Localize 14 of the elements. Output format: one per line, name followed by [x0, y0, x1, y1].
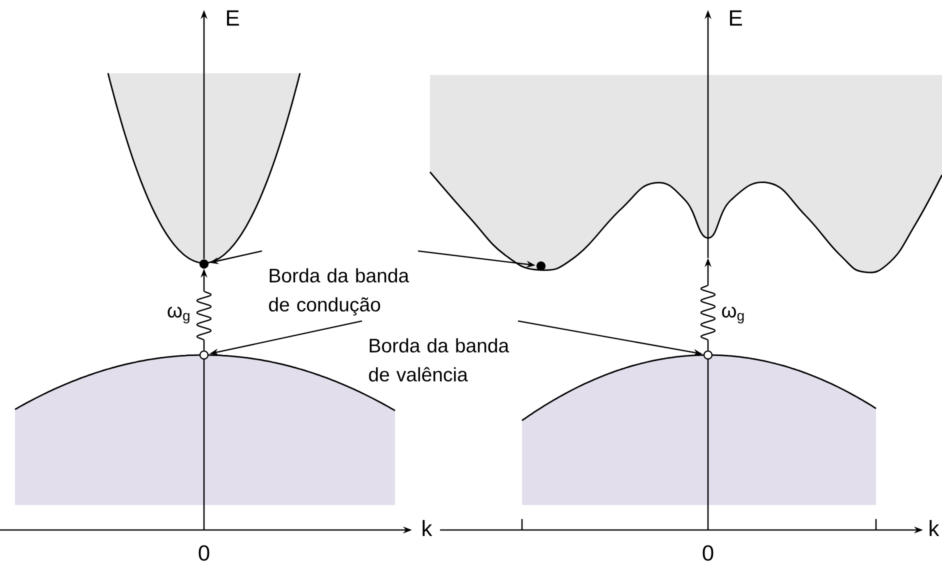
filled-dot	[199, 259, 209, 269]
axis-label: 0	[198, 545, 210, 561]
edge-label: ω$_{g}$	[168, 306, 190, 324]
axis-label: k	[422, 520, 432, 536]
callout-text: Borda da banda de condução	[269, 268, 410, 316]
axis-label: 0	[702, 545, 714, 561]
filled-dot	[536, 261, 546, 271]
axis-label: k	[930, 520, 940, 536]
edge-label: ω$_{g}$	[722, 306, 744, 324]
open-dot	[703, 350, 713, 360]
callout-text: Borda da banda de valência	[369, 338, 510, 382]
open-dot	[199, 350, 209, 360]
axis-label: E	[730, 10, 742, 26]
axis-label: E	[227, 10, 239, 26]
